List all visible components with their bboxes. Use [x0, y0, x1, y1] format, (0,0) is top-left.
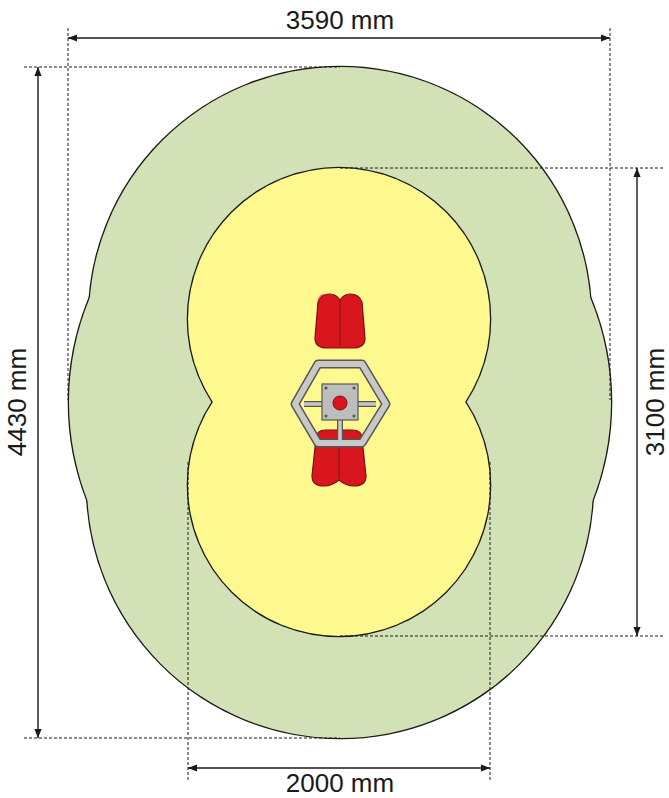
dimension-label: 3100 mm [641, 345, 669, 459]
extension-line [24, 28, 664, 780]
inner-zone [188, 168, 490, 636]
dimension-label: 2000 mm [283, 769, 397, 797]
dimension-line [38, 38, 637, 768]
dimension-label: 4430 mm [3, 345, 31, 459]
seat [315, 294, 365, 348]
steering-wheel [295, 364, 386, 443]
dimension-label: 3590 mm [283, 6, 397, 34]
